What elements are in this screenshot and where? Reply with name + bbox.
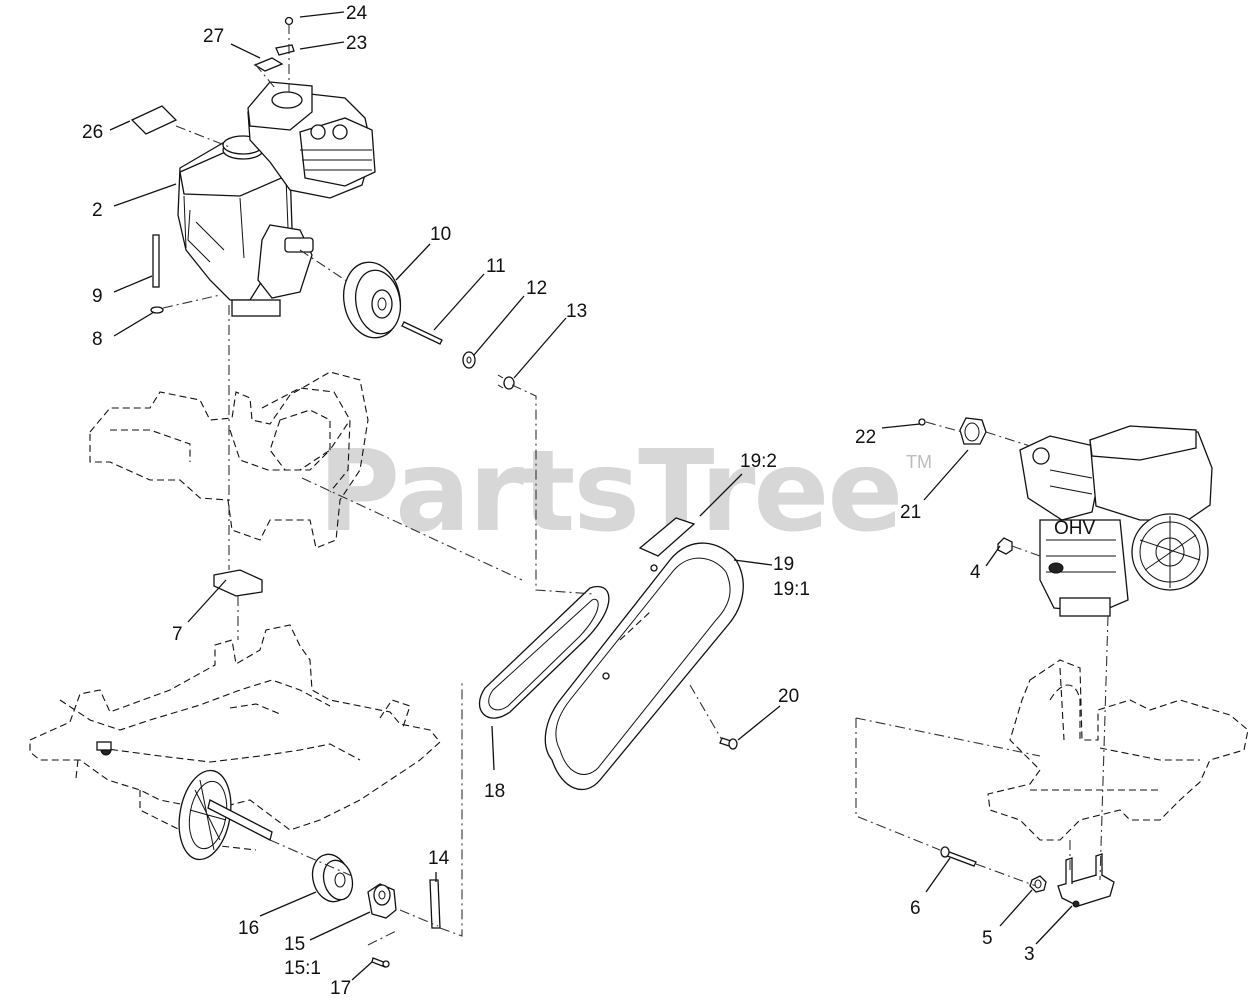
callout-22: 22 [855,427,876,448]
engine-nameplate-label: OHV [1054,518,1096,539]
screw-17[interactable] [371,957,390,968]
left-centerlines [162,24,723,946]
belt-18[interactable] [478,585,610,719]
callout-19-1: 19:1 [773,579,810,600]
frame-upper-ghost [89,371,369,549]
washer-22[interactable] [918,418,926,426]
washer-8[interactable] [150,306,164,314]
callout-27: 27 [203,26,224,47]
callout-7: 7 [172,624,183,645]
callout-15-1: 15:1 [284,958,321,979]
watermark-trademark: TM [906,452,932,472]
callout-4: 4 [970,562,981,583]
bolt-9[interactable] [152,234,160,288]
callout-16: 16 [238,918,259,939]
decal-26[interactable] [130,105,178,135]
callout-9: 9 [92,286,103,307]
callout-8: 8 [92,329,103,350]
callout-13: 13 [566,301,587,322]
cap-21[interactable] [959,417,987,445]
callout-6: 6 [910,898,921,919]
clip-23[interactable] [275,44,295,56]
bolt-6[interactable] [940,846,977,867]
nut-24[interactable] [284,16,294,26]
watermark-brand: PartsTree [318,427,901,557]
callout-11: 11 [486,256,506,277]
callout-18: 18 [484,781,505,802]
screw-20[interactable] [719,737,738,750]
callout-19-2: 19:2 [740,451,777,472]
drive-shaft-hub [96,741,273,861]
fitting-4[interactable] [997,537,1013,555]
callout-2: 2 [92,200,103,221]
callout-3: 3 [1024,944,1035,965]
callout-17: 17 [330,978,351,999]
engine-right[interactable]: OHV [1019,425,1213,617]
belt-guard-19[interactable] [544,542,744,791]
engine-left[interactable] [177,81,376,317]
callout-10: 10 [430,224,451,245]
callout-15: 15 [284,934,305,955]
decal-19-2[interactable] [638,517,696,557]
callout-leaders [109,11,1073,981]
pulley-10[interactable] [338,258,406,343]
nut-5[interactable] [1029,875,1047,893]
right-centerlines [855,421,1109,887]
partstree-watermark: PartsTree TM [318,427,932,557]
callout-26: 26 [82,122,103,143]
frame-right-ghost [987,659,1249,841]
bushing-15[interactable] [367,883,397,919]
callout-14: 14 [428,848,450,869]
pulley-16[interactable] [307,850,356,906]
bracket-3[interactable] [1057,853,1115,908]
washer-12[interactable] [462,351,476,369]
spacer-7[interactable] [213,569,263,597]
frame-lower-ghost [29,624,441,851]
callout-19: 19 [773,554,794,575]
callout-21: 21 [900,502,921,523]
callout-labels: 24 23 27 26 2 9 8 10 11 12 13 7 14 16 15… [82,3,1035,999]
callout-23: 23 [346,33,367,54]
decal-27[interactable] [253,57,284,72]
key-11[interactable] [401,321,443,345]
key-14[interactable] [429,879,441,929]
callout-5: 5 [982,928,993,949]
callout-20: 20 [778,686,799,707]
screw-13[interactable] [497,374,515,390]
callout-24: 24 [346,3,368,24]
callout-12: 12 [526,278,547,299]
